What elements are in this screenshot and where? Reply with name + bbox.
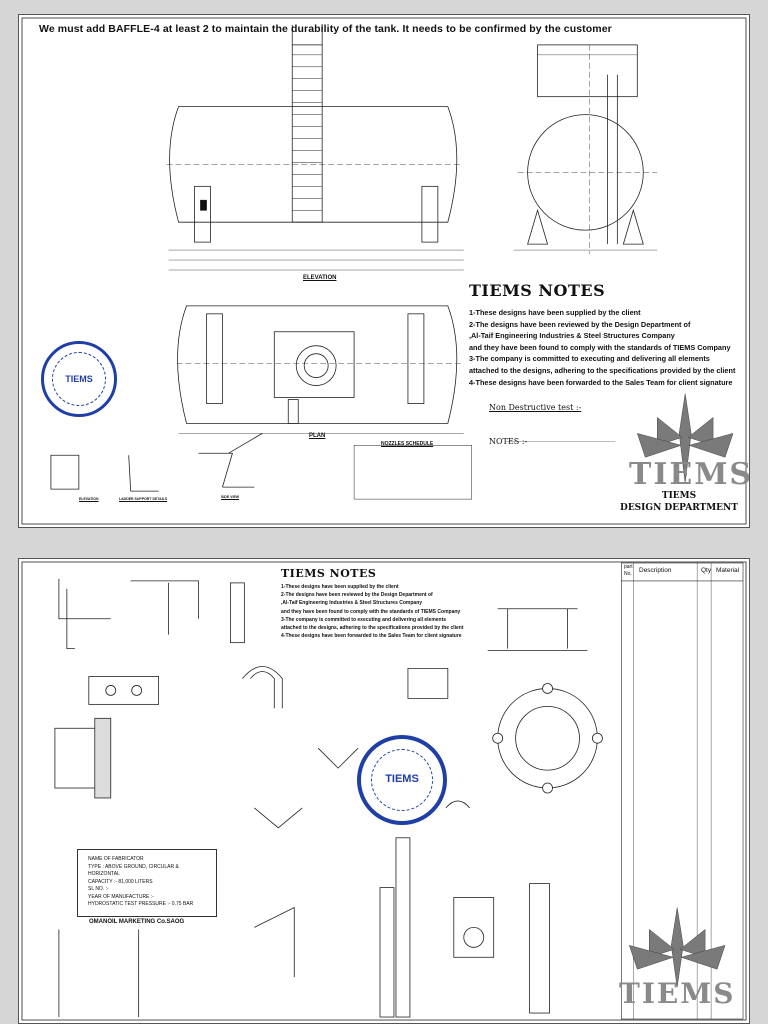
- tiems-notes-title-2: TIEMS NOTES: [281, 567, 377, 580]
- design-department: DESIGN DEPARTMENT: [620, 503, 738, 513]
- parts-header-description: Description: [639, 567, 672, 574]
- parts-header-part-no: part No.: [624, 564, 633, 577]
- note-line: 1-These designs have been supplied by th…: [469, 308, 641, 317]
- drawing-sheet-1: We must add BAFFLE-4 at least 2 to maint…: [18, 14, 750, 528]
- brand-name: TIEMS: [661, 491, 697, 501]
- nameplate-line: NAME OF FABRICATOR: [88, 856, 144, 862]
- parts-header-material: Material: [716, 567, 740, 574]
- tiems-logo-text: TIEMS: [629, 457, 750, 492]
- note-line: and they have been found to comply with …: [469, 342, 731, 352]
- parts-header-qty: Qty: [701, 567, 712, 574]
- seal-text-2: TIEMS: [385, 773, 419, 785]
- ladder-support-label: LADDER SUPPORT DETAILS: [119, 497, 168, 501]
- nameplate-owner: OMANOIL MARKETING Co.SAOG: [89, 919, 185, 925]
- tiems-notes-list: 1-These designs have been supplied by th…: [469, 307, 735, 388]
- note-line: 1-These designs have been supplied by th…: [281, 584, 399, 590]
- elevation-small-label: ELEVATION: [79, 497, 99, 501]
- notes-title: NOTES :-: [489, 437, 528, 446]
- tiems-crest-2: [628, 907, 726, 988]
- note-line: 3-The company is committed to executing …: [281, 616, 447, 623]
- side-view-label: SIDE VIEW: [221, 495, 240, 499]
- nozzles-schedule-label: NOZZLES SCHEDULE: [381, 441, 434, 447]
- note-line: 4-These designs have been forwarded to t…: [281, 633, 462, 640]
- nameplate-line: CAPACITY :- 81,000 LITERS: [88, 878, 153, 885]
- note-line: 2-The designs have been reviewed by the …: [469, 319, 691, 329]
- drawing-sheet-2: TIEMS NOTES 1-These designs have been su…: [18, 558, 750, 1024]
- nameplate-line: HYDROSTATIC TEST PRESSURE :- 0.75 BAR: [88, 901, 194, 907]
- nameplate-line: SL NO. :-: [88, 886, 109, 892]
- tiems-logo-text-2: TIEMS: [619, 977, 736, 1010]
- nameplate-line: YEAR OF MANUFACTURE :-: [88, 893, 154, 900]
- company-seal-2: TIEMS: [357, 735, 447, 825]
- ndt-title: Non Destructive test :-: [489, 403, 582, 412]
- details-drawing-sheet-2: [21, 561, 747, 1021]
- tank-drawing-sheet-1: [21, 17, 747, 525]
- note-line: ,Al-Taif Engineering Industries & Steel …: [281, 600, 423, 607]
- company-seal: TIEMS: [41, 341, 117, 417]
- plan-label: PLAN: [309, 433, 326, 439]
- seal-text: TIEMS: [65, 374, 93, 384]
- tiems-notes-title: TIEMS NOTES: [469, 281, 606, 300]
- tiems-crest-1: [636, 393, 734, 484]
- note-line: 3-The company is committed to executing …: [469, 354, 710, 364]
- customer-banner: We must add BAFFLE-4 at least 2 to maint…: [39, 23, 612, 35]
- note-line: 4-These designs have been forwarded to t…: [469, 377, 733, 387]
- note-line: 2-The designs have been reviewed by the …: [281, 592, 433, 599]
- note-line: and they have been found to comply with …: [281, 608, 461, 615]
- note-line: attached to the designs, adhering to the…: [469, 365, 736, 375]
- note-line: ,Al-Taif Engineering Industries & Steel …: [469, 331, 675, 341]
- name-plate: NAME OF FABRICATOR TYPE : ABOVE GROUND, …: [77, 849, 217, 917]
- elevation-label: ELEVATION: [303, 275, 337, 281]
- nameplate-line: TYPE : ABOVE GROUND, CIRCULAR & HORIZONT…: [88, 863, 179, 878]
- note-line: attached to the designs, adhering to the…: [281, 625, 464, 632]
- tiems-notes-list-2: 1-These designs have been supplied by th…: [281, 583, 464, 640]
